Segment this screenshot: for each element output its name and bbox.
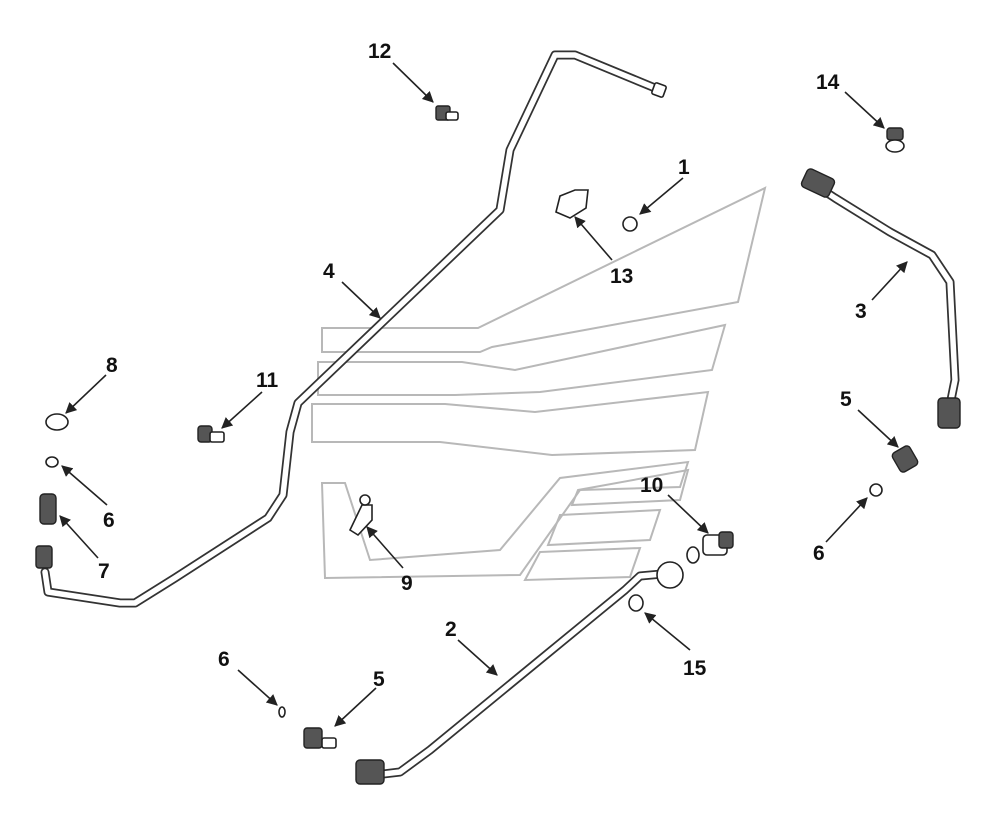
leader-lines	[59, 62, 908, 727]
part-14-fitting	[885, 127, 905, 153]
callout-6-right: 6	[813, 542, 825, 565]
callout-2: 2	[445, 618, 457, 641]
callout-labels: 1 2 3 4 5 5 6 6 6 7 8 9 10 11 12 13 14 1…	[98, 40, 867, 691]
part-6-washer-right	[869, 483, 883, 497]
pipe-2	[355, 561, 684, 785]
part-5-fitting-bottom	[303, 727, 337, 749]
callout-3: 3	[855, 300, 867, 323]
part-5-fitting-right	[891, 445, 919, 473]
part-10-banjo-bolt	[702, 531, 734, 556]
callout-11: 11	[256, 369, 279, 392]
callout-8: 8	[106, 354, 118, 377]
callout-5-bottom: 5	[373, 668, 385, 691]
callout-10: 10	[640, 474, 663, 497]
part-13-bracket	[555, 189, 589, 219]
part-15-oring	[628, 594, 644, 612]
part-6-washer-left	[45, 456, 59, 468]
callout-1: 1	[678, 156, 690, 179]
callout-7: 7	[98, 560, 110, 583]
part-6-washer-bottom	[278, 706, 286, 718]
part-11-fitting	[197, 425, 225, 443]
part-10-washer	[686, 546, 700, 564]
callout-6-left: 6	[103, 509, 115, 532]
callout-12: 12	[368, 40, 391, 63]
watermark-logo	[311, 186, 767, 582]
part-9-clip	[348, 494, 373, 537]
callout-9: 9	[401, 572, 413, 595]
part-7-fitting	[39, 493, 57, 525]
pipe-4	[35, 50, 667, 608]
pipe-3	[800, 168, 961, 429]
callout-14: 14	[816, 71, 840, 94]
callout-15: 15	[683, 657, 707, 680]
callout-6-bottom: 6	[218, 648, 230, 671]
part-8-oring	[45, 413, 69, 431]
part-1-washer	[622, 216, 638, 232]
callout-13: 13	[610, 265, 633, 288]
part-12-screw	[435, 105, 459, 121]
callout-4: 4	[323, 260, 335, 283]
callout-5-right: 5	[840, 388, 852, 411]
